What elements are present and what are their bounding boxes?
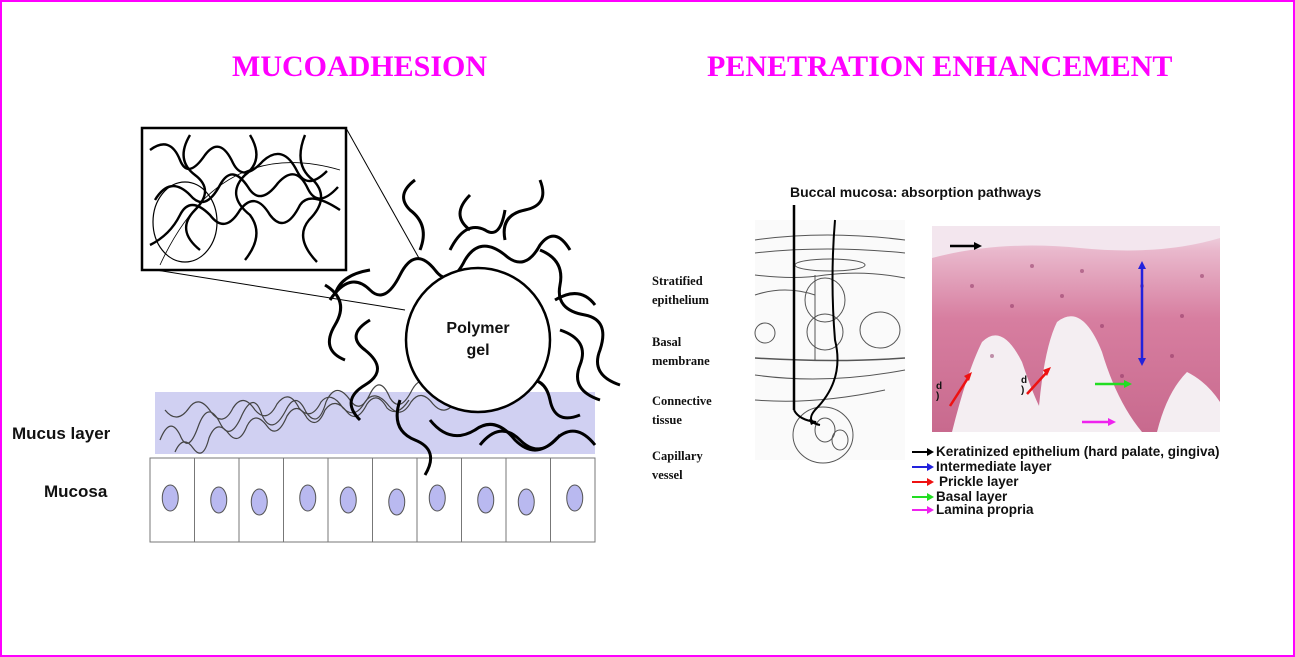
mucosa-label: Mucosa: [44, 482, 107, 502]
legend-label: Prickle layer: [939, 474, 1019, 489]
legend-item-lamina: Lamina propria: [912, 504, 1220, 515]
cell-nucleus: [567, 485, 583, 511]
legend-item-prickle: Prickle layer: [912, 474, 1220, 489]
cell-nucleus: [211, 487, 227, 513]
cell-nucleus: [478, 487, 494, 513]
layer-label-basal: Basal membrane: [652, 333, 710, 371]
layer-label-capillary: Capillary vessel: [652, 447, 703, 485]
cell-nucleus: [429, 485, 445, 511]
polymer-gel-label: Polymer gel: [438, 318, 518, 362]
cell-nucleus: [389, 489, 405, 515]
cell-nucleus: [162, 485, 178, 511]
cell-nucleus: [251, 489, 267, 515]
mucosa-cells: [150, 458, 595, 542]
cell-nucleus: [300, 485, 316, 511]
micrograph-label-2: d ): [1021, 376, 1027, 396]
micrograph-legend: Keratinized epithelium (hard palate, gin…: [912, 444, 1220, 515]
cell-nucleus: [340, 487, 356, 513]
mucus-layer-label: Mucus layer: [12, 424, 110, 444]
cell-nucleus: [518, 489, 534, 515]
micrograph-label-1: d ): [936, 382, 942, 402]
layer-label-stratified: Stratified epithelium: [652, 272, 709, 310]
legend-item-keratinized: Keratinized epithelium (hard palate, gin…: [912, 444, 1220, 459]
legend-label: Intermediate layer: [936, 459, 1052, 474]
legend-item-intermediate: Intermediate layer: [912, 459, 1220, 474]
mucus-layer: [155, 392, 595, 454]
legend-label: Keratinized epithelium (hard palate, gin…: [936, 444, 1220, 459]
buccal-mucosa-title: Buccal mucosa: absorption pathways: [790, 184, 1041, 200]
connector-line-bottom: [156, 270, 405, 310]
layer-label-connective: Connective tissue: [652, 392, 712, 430]
mucoadhesion-diagram: [0, 0, 650, 560]
connector-line-top: [346, 128, 420, 260]
histology-micrograph: [932, 226, 1220, 432]
penetration-enhancement-heading: PENETRATION ENHANCEMENT: [707, 50, 1172, 84]
legend-label: Lamina propria: [936, 502, 1034, 517]
buccal-schematic: [740, 205, 910, 470]
